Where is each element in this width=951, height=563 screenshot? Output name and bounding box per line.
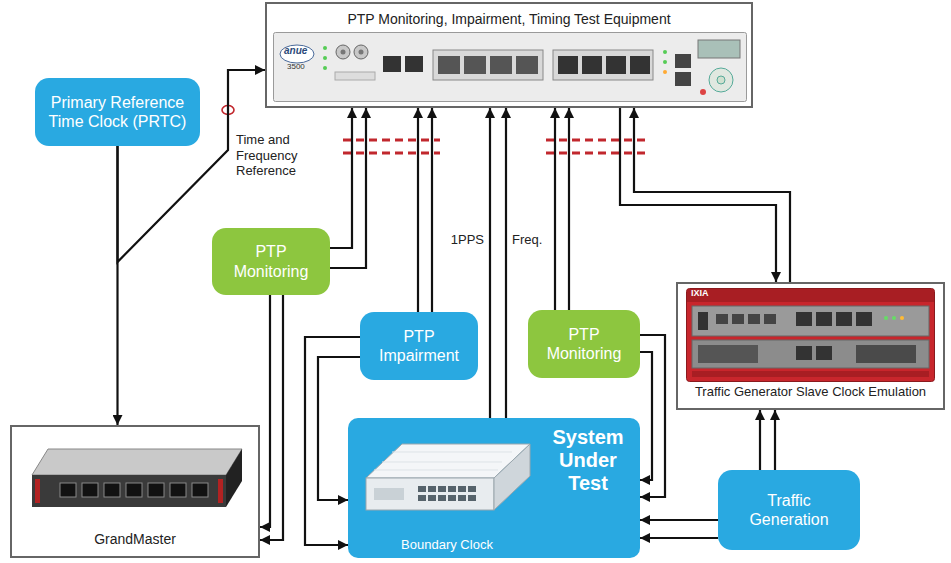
connector-line (330, 108, 366, 268)
node-label: Boundary Clock (362, 537, 532, 553)
switch-icon (362, 432, 532, 532)
node-label: GrandMaster (12, 531, 258, 548)
node-label: Traffic Generator Slave Clock Emulation (678, 384, 943, 400)
connector-line (634, 108, 790, 282)
connector-line (554, 108, 556, 310)
test-equipment-faceplate (273, 32, 747, 102)
connector-line (116, 146, 118, 425)
edge-label: Time and Frequency Reference (236, 132, 311, 179)
connector-line (640, 519, 718, 521)
clock-box: Primary Reference Time Clock (PRTC) (35, 78, 200, 146)
connector-line (759, 410, 761, 470)
connector (506, 108, 507, 418)
connector-line (417, 108, 419, 312)
node-label: PTP Monitoring, Impairment, Timing Test … (267, 11, 751, 28)
connector-line (489, 108, 491, 418)
connector (620, 108, 790, 282)
connector (640, 520, 718, 538)
traffic-generation-box: Traffic Generation (718, 470, 860, 550)
connector-line (431, 108, 433, 312)
monitor-box: PTP Monitoring (528, 310, 640, 378)
connector-line (640, 352, 652, 480)
connector-line (260, 295, 283, 540)
traffic-generator-chassis (686, 288, 935, 382)
device-marking: 3500 (287, 63, 305, 71)
node-label: PTP Monitoring (221, 242, 321, 280)
connector (640, 335, 665, 497)
node-label: PTP Impairment (369, 327, 469, 365)
impairment-box: PTP Impairment (360, 312, 478, 380)
connector (490, 108, 491, 418)
test-equipment-box: PTP Monitoring, Impairment, Timing Test … (265, 2, 753, 108)
node-label: PTP Monitoring (534, 325, 634, 363)
connector-line (640, 537, 718, 539)
connector-line (330, 108, 352, 248)
connector-line (260, 295, 270, 527)
slave-emulator-box: Traffic Generator Slave Clock Emulation (676, 282, 945, 410)
connector (330, 108, 366, 268)
node-label: Primary Reference Time Clock (PRTC) (43, 93, 193, 131)
connector (555, 108, 569, 310)
monitor-box: PTP Monitoring (212, 228, 330, 295)
connector (418, 108, 432, 312)
grandmaster-box: GrandMaster (10, 425, 260, 558)
edge-label: Freq. (512, 232, 552, 248)
node-label: System Under Test (542, 426, 634, 495)
red-dashed-marker (343, 140, 645, 153)
grandmaster-switch (30, 441, 244, 527)
connector (117, 146, 118, 425)
edge-label: 1PPS (436, 232, 484, 248)
system-under-test-box: System Under TestBoundary Clock (348, 418, 640, 558)
connector-line (620, 108, 776, 282)
connector (760, 410, 775, 470)
connector-line (774, 410, 776, 470)
connector-line (640, 335, 665, 497)
node-label: Traffic Generation (739, 491, 839, 529)
connector (260, 295, 283, 540)
device-marking: IXIA (691, 289, 709, 298)
connector-line (568, 108, 570, 310)
device-marking: anue (284, 46, 307, 56)
connector-line (505, 108, 507, 418)
